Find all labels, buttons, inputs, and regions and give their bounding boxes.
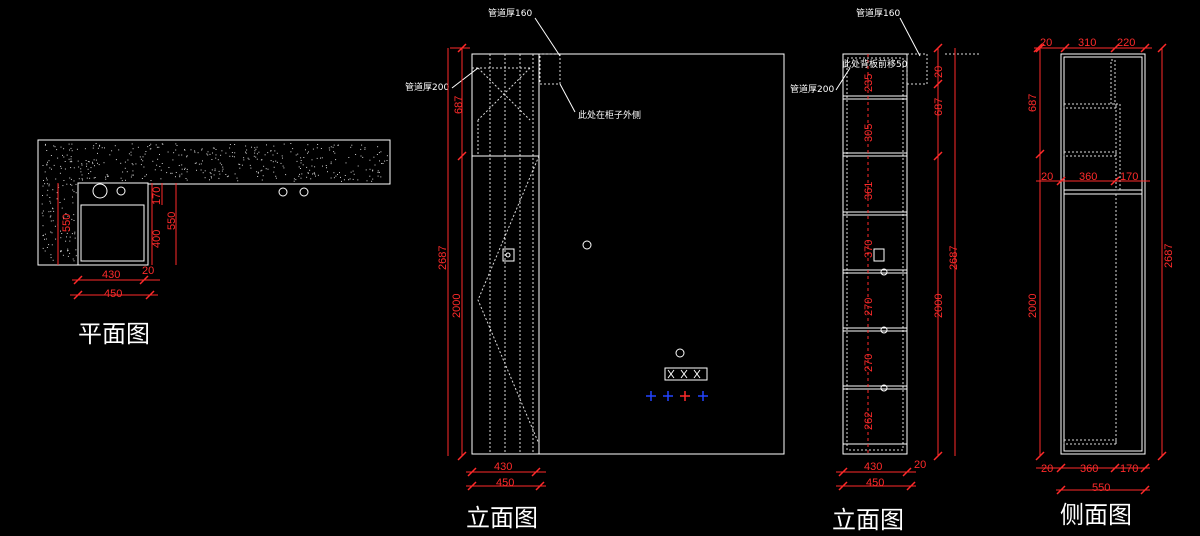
section-cabinet-outline (842, 53, 908, 455)
plan-dim-430: 430 (102, 269, 120, 281)
plan-dim-400: 400 (151, 230, 163, 248)
side-view-title: 侧面图 (1060, 501, 1132, 529)
section-dim-w430: 430 (864, 461, 882, 473)
plan-view-title: 平面图 (78, 320, 150, 348)
section-note-pipe160: 管道厚160 (856, 7, 900, 19)
section-dim-2687: 2687 (948, 246, 960, 270)
plan-dim-550-left: 550 (61, 214, 73, 232)
front-dim-687: 687 (453, 96, 465, 114)
front-circle-low (675, 348, 685, 358)
faucet-circle-large (92, 183, 108, 199)
section-dim-20: 20 (933, 66, 945, 78)
section-dim-2000: 2000 (933, 294, 945, 318)
side-dim-bot-20: 20 (1041, 463, 1053, 475)
outlet-circle-1 (278, 187, 288, 197)
front-socket-box (502, 248, 515, 262)
front-note-pipe160: 管道厚160 (488, 7, 532, 19)
front-note-outside: 此处在柜子外侧 (578, 109, 641, 121)
sink-basin (80, 204, 145, 262)
outlet-circle-2 (299, 187, 309, 197)
front-dim-450: 450 (496, 477, 514, 489)
side-dim-687: 687 (1027, 94, 1039, 112)
plan-dim-450: 450 (104, 288, 122, 300)
section-dim-687: 687 (933, 98, 945, 116)
section-elevation-title: 立面图 (832, 506, 904, 534)
side-dim-2000: 2000 (1027, 294, 1039, 318)
side-view: 20 310 220 20 360 170 20 360 170 550 687… (1027, 37, 1175, 529)
front-dim-430: 430 (494, 461, 512, 473)
section-dim-270-b: 270 (863, 354, 875, 372)
side-dim-top-310: 310 (1078, 37, 1096, 49)
side-dim-bot-170: 170 (1120, 463, 1138, 475)
side-dim-bot-550: 550 (1092, 482, 1110, 494)
section-note-backboard: 此处背板前移50 (842, 58, 908, 70)
section-dim-w20: 20 (914, 459, 926, 471)
section-dim-w450: 450 (866, 477, 884, 489)
front-elevation-title: 立面图 (466, 504, 538, 532)
front-dim-2687: 2687 (437, 246, 449, 270)
front-circle-mid (582, 240, 592, 250)
section-shelves (843, 95, 907, 445)
section-dim-270-a: 270 (863, 298, 875, 316)
section-dim-235: 235 (863, 74, 875, 92)
front-socket-strip (664, 367, 708, 381)
plan-dim-550-right: 550 (166, 212, 178, 230)
stone-speckle-pattern (41, 143, 388, 262)
section-dim-370: 370 (863, 240, 875, 258)
water-pipe-markers (646, 391, 708, 401)
sink-cabinet-outline (77, 182, 149, 266)
section-dim-361: 361 (863, 182, 875, 200)
front-note-pipe200: 管道厚200 (405, 81, 449, 93)
side-dim-mid-170: 170 (1120, 171, 1138, 183)
side-dim-top-20: 20 (1040, 37, 1052, 49)
front-pipe-box (539, 53, 561, 85)
side-dim-mid-20: 20 (1041, 171, 1053, 183)
side-dim-2687: 2687 (1163, 244, 1175, 268)
side-dim-bot-360: 360 (1080, 463, 1098, 475)
section-dim-262: 262 (863, 412, 875, 430)
plan-dim-170: 170 (151, 187, 163, 205)
front-elevation: 管道厚160 管道厚200 此处在柜子外侧 687 2000 2687 430 … (405, 7, 785, 532)
plan-dim-20: 20 (142, 265, 154, 277)
section-note-pipe200: 管道厚200 (790, 83, 834, 95)
front-dim-2000: 2000 (451, 294, 463, 318)
faucet-circle-small (116, 186, 126, 196)
section-pipe-box (906, 53, 928, 85)
side-dim-mid-360: 360 (1079, 171, 1097, 183)
section-dim-305: 305 (863, 124, 875, 142)
section-socket-box (873, 248, 885, 262)
side-cabinet-outline (1060, 53, 1146, 455)
section-elevation: 235 305 361 370 270 270 262 管道厚160 此处背板前… (790, 7, 980, 534)
plan-view: 550 170 400 550 430 20 450 平面图 (37, 139, 391, 348)
side-dim-top-220: 220 (1117, 37, 1135, 49)
